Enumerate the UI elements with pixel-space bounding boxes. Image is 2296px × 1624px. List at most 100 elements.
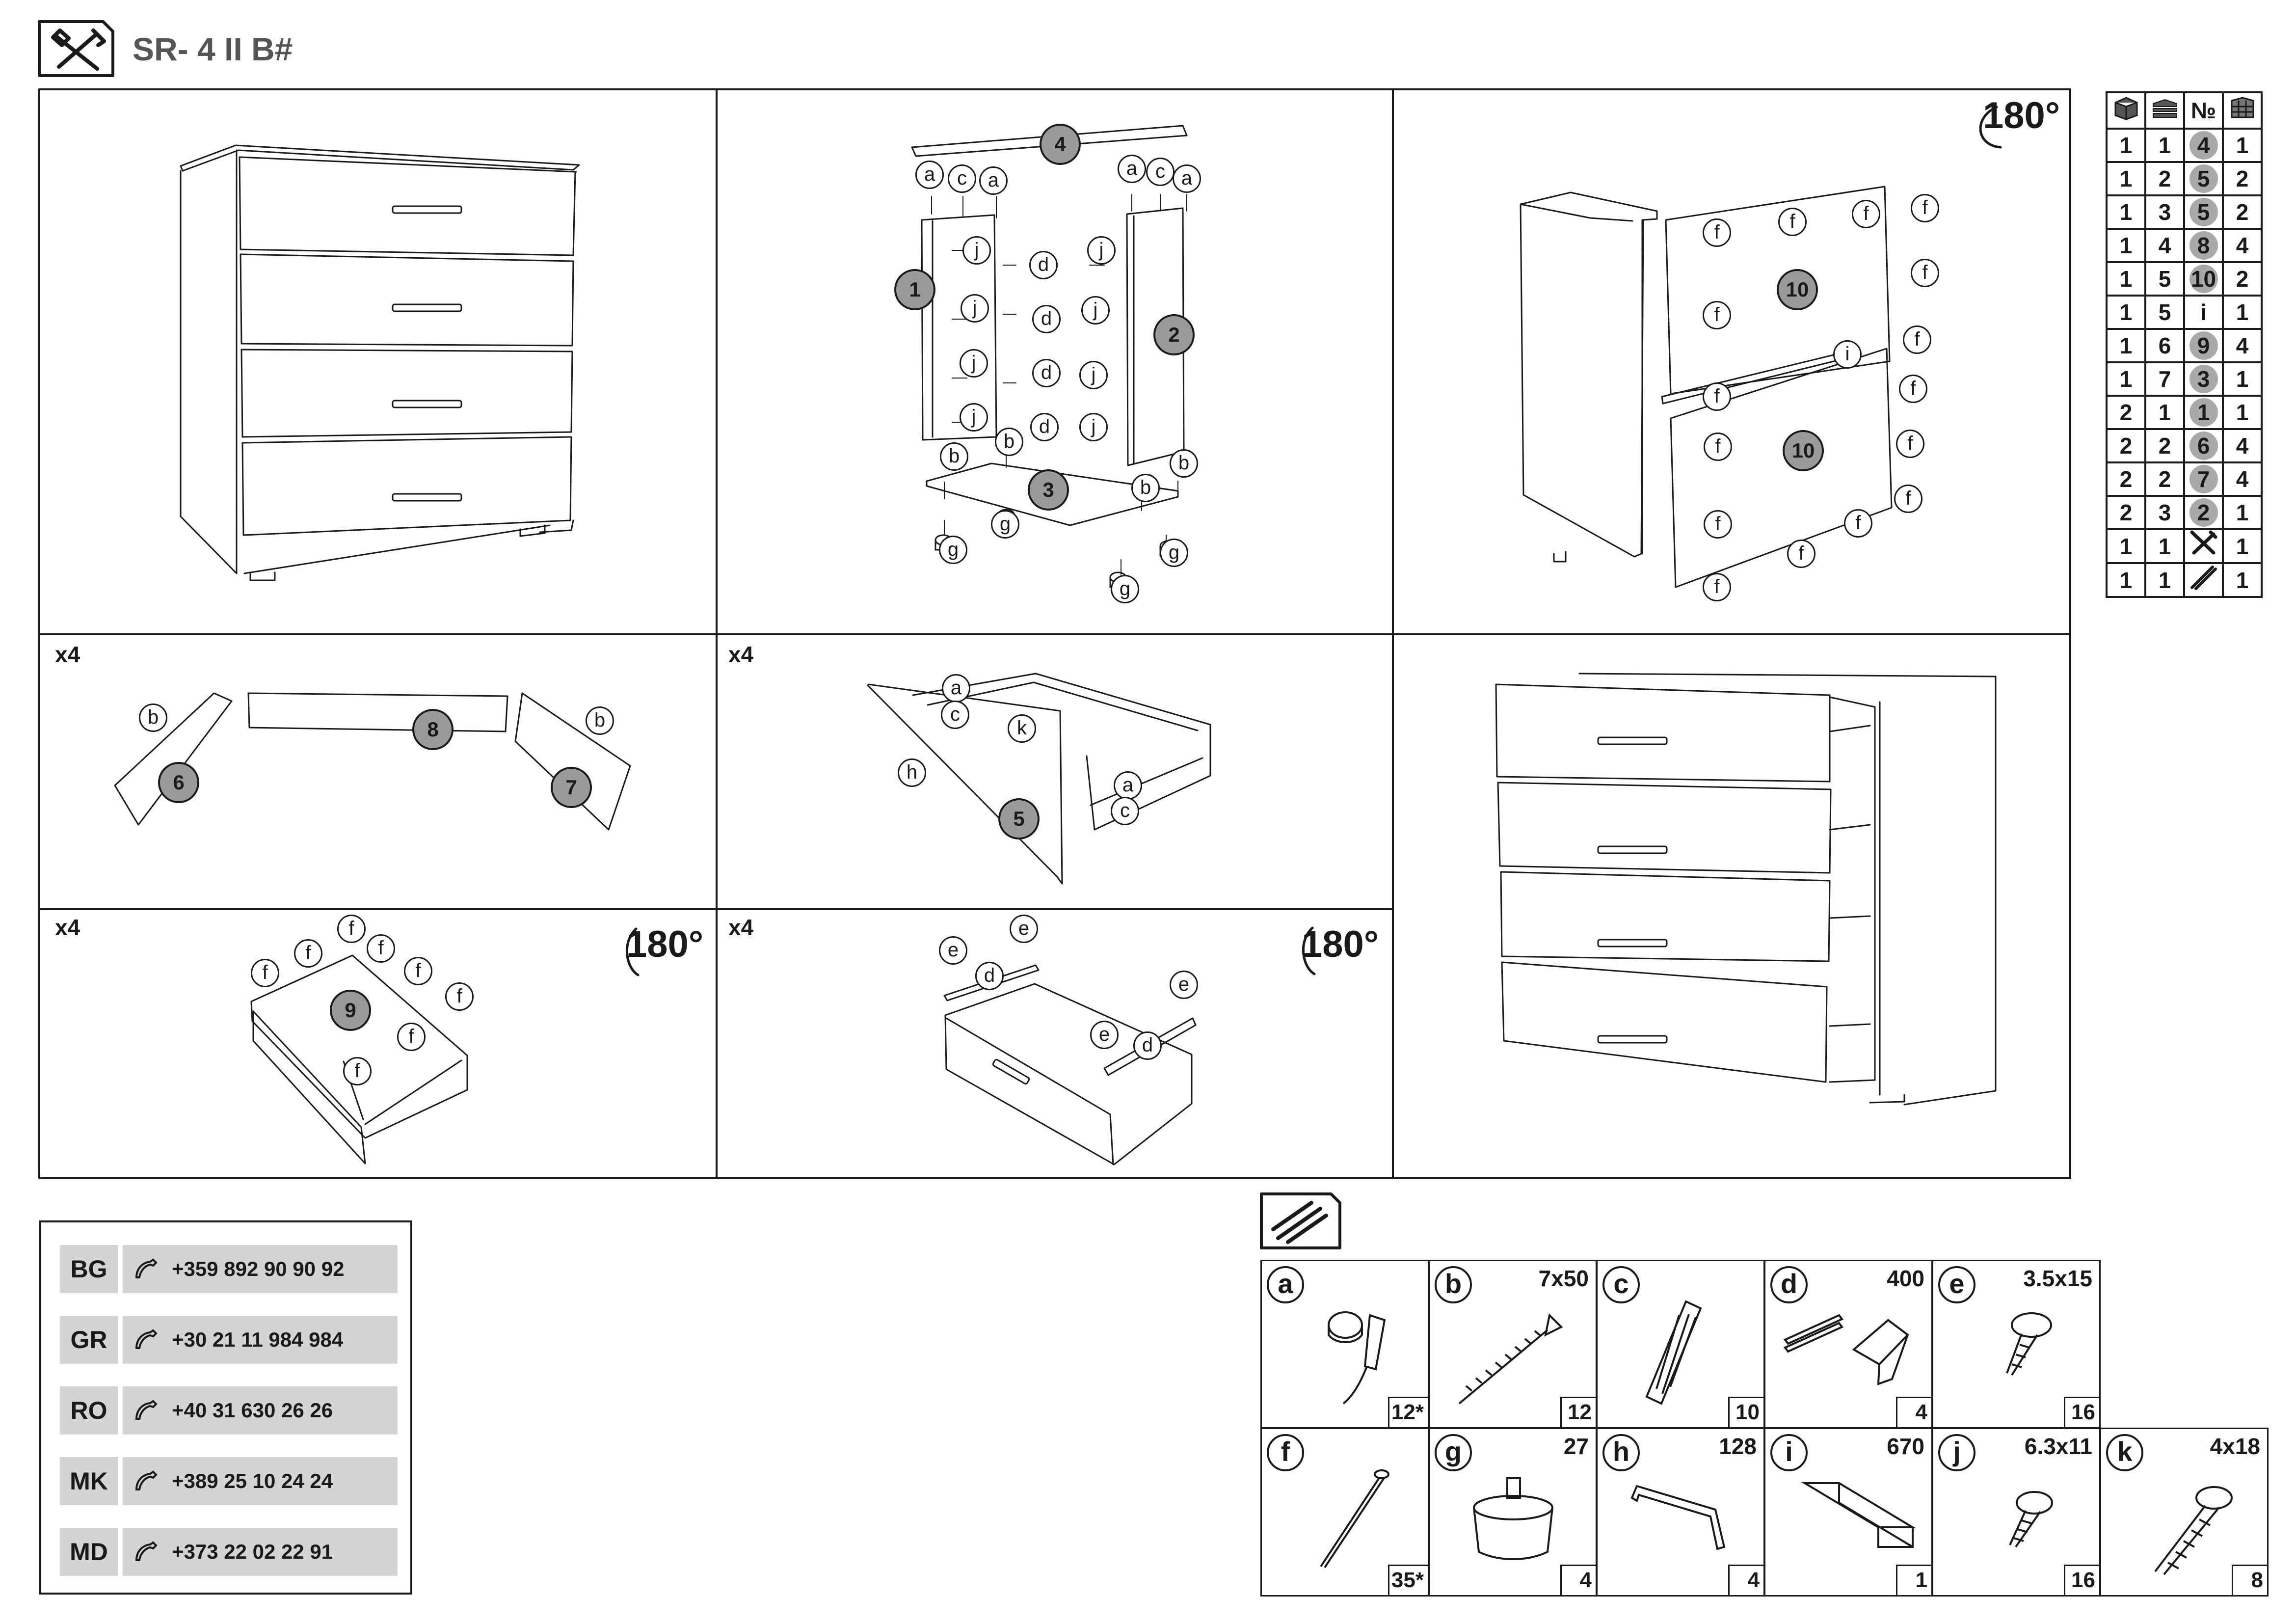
- hardware-cell-e: e 3.5x15 16: [1932, 1260, 2101, 1429]
- phone-number: +389 25 10 24 24: [123, 1457, 398, 1505]
- country-code: MD: [60, 1528, 118, 1576]
- hw-f-label: f: [1844, 509, 1872, 538]
- part-4-label: 4: [1040, 124, 1081, 165]
- foot-icon: [1473, 1477, 1553, 1560]
- part-5-label: 5: [998, 798, 1040, 839]
- hw-f-label: f: [1703, 382, 1731, 411]
- rotate-arrows: [625, 106, 2002, 976]
- hw-f-label: f: [1704, 510, 1732, 539]
- hardware-header-icon: [1260, 1192, 1341, 1249]
- phone-number: +30 21 11 984 984: [123, 1316, 398, 1364]
- step-3-rotate-label: 180°: [1983, 95, 2060, 136]
- hw-b-label: b: [940, 442, 968, 471]
- hw-j-label: j: [1079, 361, 1108, 389]
- hardware-cell-c: c 10: [1596, 1260, 1765, 1429]
- drawer-sides-drawing: [114, 692, 631, 831]
- step-4-count: x4: [55, 642, 80, 667]
- hw-f-label: f: [1911, 259, 1939, 287]
- hw-c-label: c: [1146, 158, 1175, 186]
- hw-c-label: c: [948, 164, 976, 193]
- rail-icon: [2183, 562, 2224, 598]
- hw-c-label: c: [1111, 797, 1139, 825]
- hw-d-label: d: [1133, 1031, 1162, 1060]
- hw-f-label: f: [1703, 301, 1731, 329]
- hw-f-label: f: [445, 982, 474, 1011]
- hardware-cell-i: i 670 1: [1764, 1428, 1933, 1597]
- hw-d-label: d: [1029, 251, 1058, 279]
- small-screw-icon: [2006, 1312, 2052, 1376]
- hw-d-label: d: [1030, 413, 1059, 441]
- hw-f-label: f: [1896, 430, 1924, 458]
- phone-icon: [135, 1258, 158, 1278]
- confirmat-screw-icon: [1458, 1313, 1563, 1405]
- step-5-count: x4: [728, 642, 754, 667]
- hw-d-label: d: [1032, 359, 1061, 387]
- part-6-label: 6: [158, 762, 199, 803]
- phone-icon: [135, 1541, 158, 1561]
- drawer-slides-drawing: [943, 964, 1197, 1165]
- hw-c-label: c: [941, 701, 969, 729]
- carcass-exploded-drawing: [911, 125, 1188, 588]
- hw-h-label: h: [898, 758, 926, 787]
- hw-j-label: j: [960, 403, 988, 432]
- package-stack-icon: [2144, 91, 2185, 130]
- hw-f-label: f: [367, 934, 395, 963]
- hw-a-label: a: [979, 166, 1008, 195]
- part-3-label: 3: [1028, 469, 1069, 511]
- hw-f-label: f: [1787, 540, 1815, 568]
- hw-e-label: e: [1010, 915, 1038, 943]
- wood-dowel-icon: [1645, 1300, 1702, 1405]
- hw-f-label: f: [1903, 325, 1931, 354]
- part-7-label: 7: [551, 767, 592, 808]
- cam-lock-icon: [1328, 1311, 1386, 1405]
- hardware-cell-j: j 6.3x11 16: [1932, 1428, 2101, 1597]
- hw-j-label: j: [960, 349, 988, 378]
- country-code: RO: [60, 1386, 118, 1435]
- hw-e-label: e: [939, 936, 967, 965]
- hw-b-label: b: [995, 428, 1023, 456]
- quantity-grid-icon: [2222, 91, 2263, 130]
- step-8-rotate-label: 180°: [1302, 923, 1379, 965]
- hw-f-label: f: [337, 915, 366, 943]
- hw-g-label: g: [1111, 575, 1139, 603]
- parts-table-header: №: [2106, 91, 2263, 130]
- support-contacts: BG +359 892 90 90 92 GR +30 21 11 984 98…: [39, 1220, 412, 1595]
- hw-j-label: j: [1081, 296, 1110, 325]
- hw-b-label: b: [586, 706, 614, 735]
- hw-f-label: f: [294, 939, 322, 968]
- hw-f-label: f: [1894, 485, 1922, 513]
- hardware-cell-d: d 400 4: [1764, 1260, 1933, 1429]
- hardware-cell-g: g 27 4: [1428, 1428, 1597, 1597]
- step-7-rotate-label: 180°: [626, 923, 704, 965]
- step-8-count: x4: [728, 915, 754, 940]
- hw-j-label: j: [961, 294, 989, 323]
- hw-e-label: e: [1170, 971, 1198, 999]
- part-10-lower-label: 10: [1783, 430, 1824, 471]
- phone-icon: [135, 1329, 158, 1349]
- model-title: SR- 4 II B#: [133, 31, 293, 67]
- country-code: MK: [60, 1457, 118, 1505]
- phone-number: +373 22 02 22 91: [123, 1528, 398, 1576]
- part-9-label: 9: [330, 990, 371, 1031]
- phone-icon: [135, 1400, 158, 1420]
- country-code: GR: [60, 1316, 118, 1364]
- hw-a-label: a: [1118, 155, 1146, 183]
- hardware-cell-a: a 12*: [1260, 1260, 1429, 1429]
- step-7-count: x4: [55, 915, 80, 940]
- short-screw-icon: [2009, 1491, 2053, 1548]
- phone-icon: [135, 1470, 158, 1490]
- hw-f-label: f: [397, 1023, 426, 1051]
- drawer-slide-icon: [1783, 1314, 1910, 1385]
- hw-f-label: f: [1778, 208, 1807, 236]
